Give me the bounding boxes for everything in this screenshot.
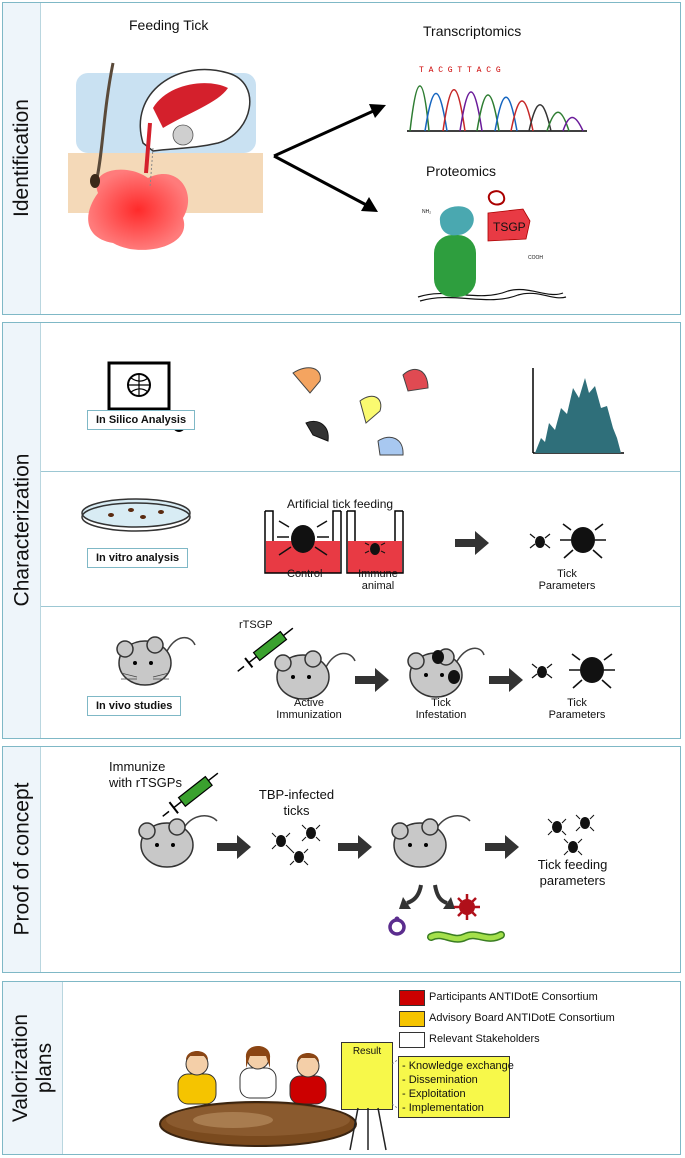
result-item: - Dissemination [402, 1074, 478, 1086]
tick-size-icons [529, 523, 606, 559]
arrow-right [485, 835, 519, 859]
result-title: Result [352, 1046, 382, 1057]
characterization-label: Characterization [10, 453, 33, 607]
arrow-right [355, 668, 389, 692]
person-red [289, 1053, 327, 1105]
in-vivo-label: In vivo studies [87, 696, 182, 716]
meeting-table-illustration [159, 1046, 357, 1147]
infected-ticks-icon [271, 824, 321, 866]
chromatogram-icon: T A C G T T A C G [407, 66, 587, 132]
characterization-sidebar [3, 323, 41, 738]
syringe-icon [162, 772, 219, 817]
proof-label: Proof of concept [10, 782, 33, 936]
person-yellow [177, 1051, 217, 1105]
row-divider [41, 606, 680, 607]
characterization-panel: Characterization In Silico Analysis In v… [2, 322, 681, 739]
infested-mouse-icon [407, 647, 485, 698]
transcriptomics-title: Transcriptomics [423, 23, 522, 39]
legend-swatch-stakeholders [399, 1032, 425, 1048]
result-item: - Knowledge exchange [402, 1060, 514, 1072]
in-vitro-label: In vitro analysis [87, 548, 189, 568]
artificial-feeding-label: Artificial tick feeding [287, 497, 394, 511]
arrow-right [338, 835, 372, 859]
tick-size-icons [531, 653, 615, 689]
legend-swatch-advisory [399, 1011, 425, 1027]
in-silico-label: In Silico Analysis [87, 410, 196, 430]
result-item: - Implementation [402, 1102, 484, 1114]
result-list: - Knowledge exchange - Dissemination - E… [398, 1056, 514, 1118]
identification-label: Identification [10, 99, 34, 217]
person-white [239, 1046, 277, 1099]
easel-legs [349, 1107, 387, 1151]
legend-advisory: Advisory Board ANTIDotE Consortium [429, 1012, 615, 1024]
mouse-icon [274, 650, 356, 700]
svg-text:NH₂: NH₂ [422, 209, 431, 215]
mouse-icon [116, 636, 196, 686]
row-divider [41, 471, 680, 472]
svg-text:TSGP: TSGP [493, 220, 526, 234]
mouse-icon [138, 815, 218, 868]
petri-dish-icon [81, 498, 191, 532]
feeding-chambers-icon [264, 510, 404, 574]
protein-fragments-icon [292, 367, 429, 456]
svg-text:COOH: COOH [528, 255, 543, 261]
valorization-sidebar [3, 982, 63, 1154]
identification-sidebar [3, 3, 41, 314]
identification-panel: Identification Feeding Tick Transcriptom… [2, 2, 681, 315]
rtsgp-label: rTSGP [239, 619, 273, 631]
svg-text:T A C G T T A C G: T A C G T T A C G [419, 66, 501, 75]
mouse-icon [391, 815, 471, 868]
arrow-right [217, 835, 251, 859]
control-label: Control [287, 568, 323, 580]
legend-swatch-participants [399, 990, 425, 1006]
proof-sidebar [3, 747, 41, 972]
arrow-right [489, 668, 523, 692]
result-board: Result [341, 1042, 393, 1110]
legend-stakeholders: Relevant Stakeholders [429, 1033, 540, 1045]
split-arrows [273, 104, 386, 212]
protein-complex-icon: TSGP NH₂ COOH [417, 190, 567, 302]
feeding-ticks-icon [547, 814, 595, 856]
arrow-right [455, 531, 489, 555]
legend-participants: Participants ANTIDotE Consortium [429, 991, 598, 1003]
feeding-tick-illustration [68, 62, 263, 250]
proteomics-title: Proteomics [426, 163, 497, 179]
syringe-icon [237, 627, 294, 672]
histogram-chart-icon [532, 368, 624, 454]
result-item: - Exploitation [402, 1088, 466, 1100]
pathogens-icon [388, 884, 505, 943]
feeding-tick-title: Feeding Tick [129, 17, 209, 33]
